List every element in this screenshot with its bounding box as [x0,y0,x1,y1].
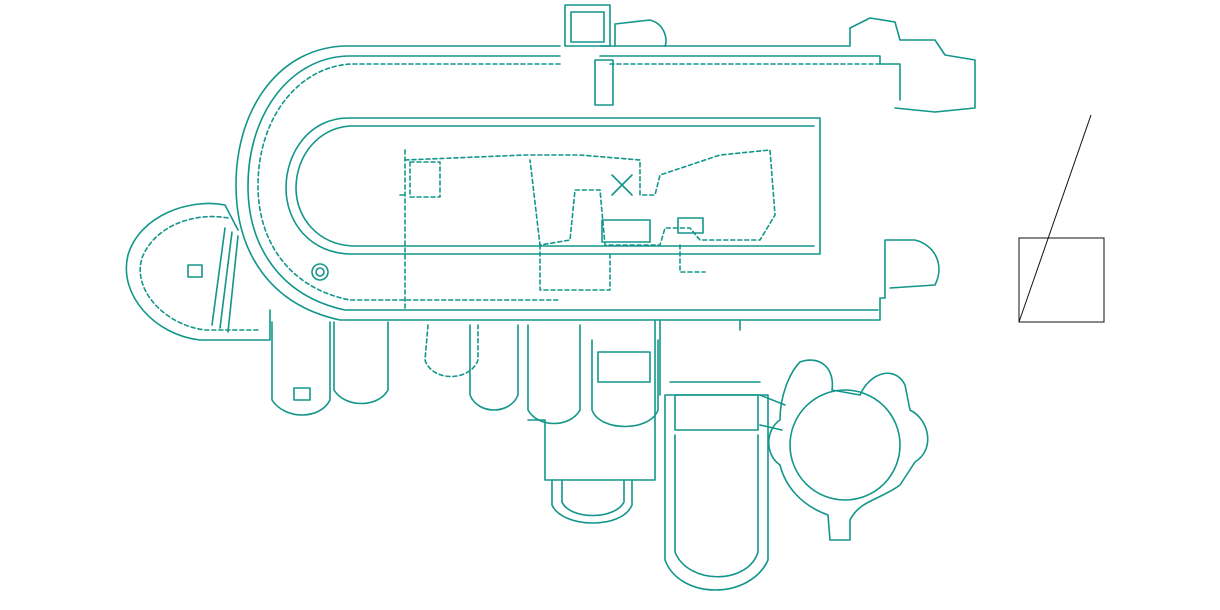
south-wing-apse-inner [561,479,625,517]
central-south-extension [539,244,706,291]
outer-ambulatory-cells-row [257,63,561,301]
south-chapel-3 [424,324,479,378]
south-chapel-6 [591,339,659,428]
central-small-room [677,217,704,234]
south-chapel-5 [527,324,581,425]
south-chapel-6-room [597,351,651,383]
north-marker-arrow-line [1018,114,1092,323]
east-rotunda-outer [767,359,929,541]
north-corridor-outer [599,17,976,113]
west-cross-wall [399,149,406,311]
south-chapel-1-room [293,387,311,401]
north-tower-room [564,4,611,47]
north-small-apse [614,19,667,47]
south-basilica-narthex [674,394,759,431]
outer-ambulatory-outer-wall [235,45,940,321]
north-corridor-inner [599,55,901,101]
south-wing-apse [551,479,633,524]
plan-walls [125,4,976,591]
circular-well-inner [315,267,325,277]
south-basilica-outer [664,394,769,591]
west-apse-chapel [125,202,271,341]
central-room-left [409,161,441,198]
east-rotunda-inner [789,389,901,501]
inner-ring-outer-wall [285,117,821,255]
central-complex-main [404,149,776,246]
east-rotunda-passage [759,394,786,431]
north-marker-box [1018,237,1105,323]
south-chapel-4 [469,324,519,411]
north-connector-stair [594,59,614,106]
south-chapel-2 [333,321,389,405]
central-stair-block [601,219,651,243]
north-marker [1018,114,1105,323]
west-apse-chapel-inner [139,215,261,331]
west-apse-stair [211,227,239,333]
south-basilica-inner [674,434,759,578]
west-apse-altar [187,264,203,278]
inner-ring-inner-wall [295,125,815,247]
south-wing-long-hall [527,319,656,481]
north-tower-room-inner [570,11,605,43]
central-cross-marker [611,174,633,196]
east-connector-walls [659,319,761,396]
outer-ambulatory-inner-wall [247,55,879,311]
circular-well-outer [311,263,329,281]
south-chapel-1 [271,321,331,416]
